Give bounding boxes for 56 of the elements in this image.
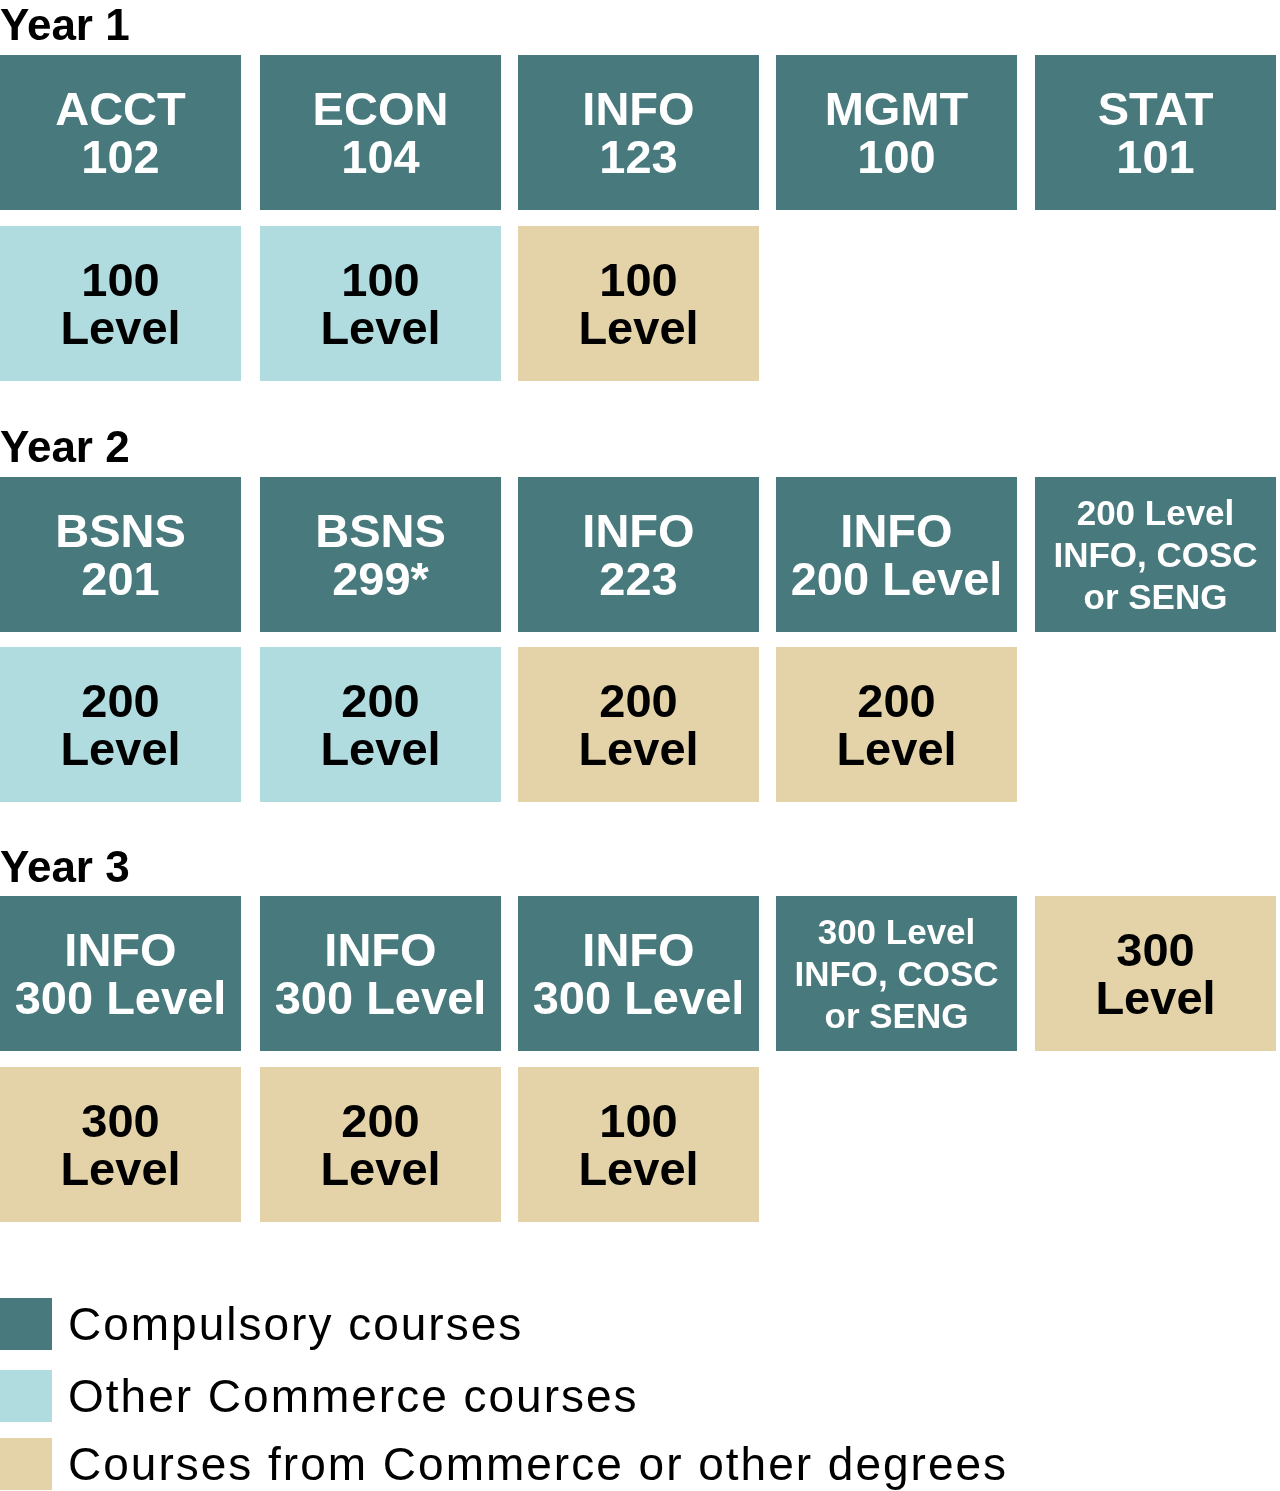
course-label: ECON 104: [312, 84, 449, 181]
course-box: [776, 477, 1017, 632]
course-box: [1035, 477, 1276, 632]
course-box: [0, 55, 241, 210]
course-label: 100 Level: [60, 255, 181, 352]
course-box: [260, 226, 501, 381]
course-box: [0, 647, 241, 802]
course-box: [0, 1067, 241, 1222]
course-label: 200 Level INFO, COSC or SENG: [1053, 491, 1258, 618]
course-label: 300 Level INFO, COSC or SENG: [794, 910, 999, 1037]
course-box: [518, 226, 759, 381]
course-label: 300 Level: [1095, 925, 1216, 1022]
course-box: [1035, 896, 1276, 1051]
course-box: [776, 55, 1017, 210]
course-box: [260, 1067, 501, 1222]
course-box: [776, 896, 1017, 1051]
course-label: ACCT 102: [55, 84, 186, 181]
year-heading: Year 1: [0, 0, 130, 50]
course-box: [518, 1067, 759, 1222]
course-label: 200 Level: [320, 1096, 441, 1193]
course-label: 200 Level: [836, 676, 957, 773]
course-box: [518, 896, 759, 1051]
course-box: [0, 896, 241, 1051]
course-label: INFO 200 Level: [790, 506, 1003, 603]
course-box: [1035, 55, 1276, 210]
legend-label: Compulsory courses: [68, 1298, 524, 1350]
course-box: [0, 477, 241, 632]
course-box: [518, 477, 759, 632]
course-box: [260, 647, 501, 802]
course-label: STAT 101: [1097, 84, 1214, 181]
legend-label: Other Commerce courses: [68, 1370, 639, 1422]
legend-label: Courses from Commerce or other degrees: [68, 1438, 1009, 1490]
course-label: BSNS 299*: [315, 506, 446, 603]
course-label: BSNS 201: [55, 506, 186, 603]
course-label: INFO 300 Level: [274, 925, 487, 1022]
course-box: [0, 226, 241, 381]
course-label: 200 Level: [60, 676, 181, 773]
course-label: 300 Level: [60, 1096, 181, 1193]
course-label: MGMT 100: [824, 84, 969, 181]
course-label: INFO 123: [582, 84, 695, 181]
course-label: 100 Level: [578, 255, 699, 352]
course-box: [260, 55, 501, 210]
course-label: 200 Level: [578, 676, 699, 773]
course-label: 100 Level: [320, 255, 441, 352]
course-label: INFO 300 Level: [14, 925, 227, 1022]
course-box: [260, 896, 501, 1051]
course-box: [518, 647, 759, 802]
year-heading: Year 2: [0, 422, 130, 472]
course-label: INFO 223: [582, 506, 695, 603]
course-box: [260, 477, 501, 632]
year-heading: Year 3: [0, 842, 130, 892]
course-label: INFO 300 Level: [532, 925, 745, 1022]
course-label: 200 Level: [320, 676, 441, 773]
course-label: 100 Level: [578, 1096, 699, 1193]
course-box: [776, 647, 1017, 802]
course-box: [518, 55, 759, 210]
